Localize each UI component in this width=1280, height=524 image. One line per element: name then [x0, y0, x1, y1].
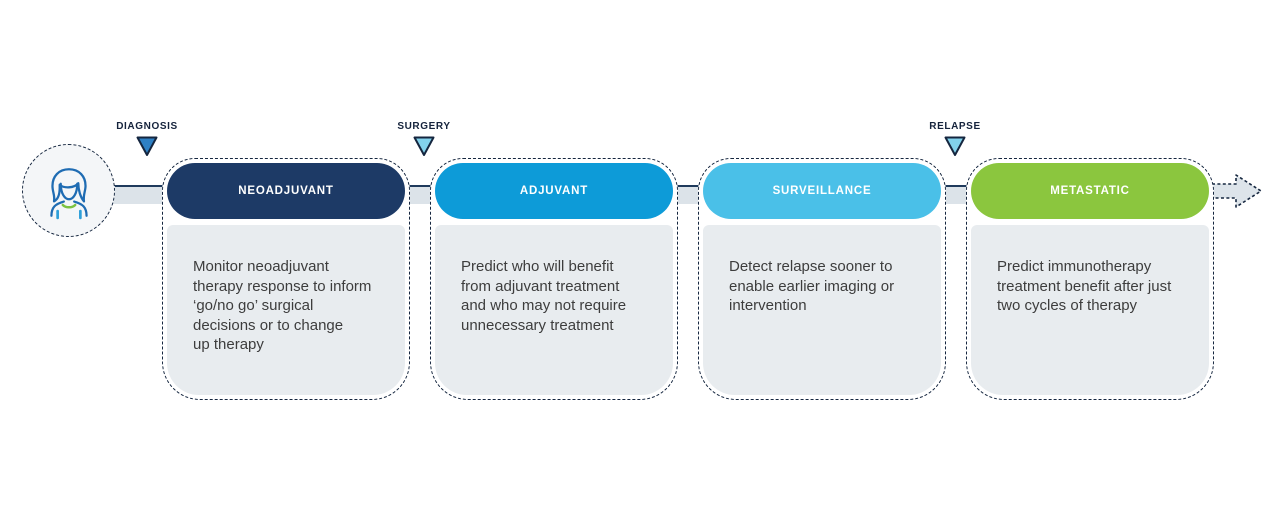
- stage-description: Detect relapse sooner to enable earlier …: [729, 258, 895, 314]
- marker-surgery-label: SURGERY: [397, 121, 451, 132]
- stage-body: Predict immunotherapy treatment benefit …: [971, 225, 1209, 395]
- down-triangle-icon: [944, 136, 966, 156]
- patient-avatar: [22, 144, 115, 237]
- stage-card-neoadjuvant: NEOADJUVANT Monitor neoadjuvant therapy …: [162, 158, 410, 400]
- timeline-connector: [942, 185, 970, 204]
- stage-body: Detect relapse sooner to enable earlier …: [703, 225, 941, 395]
- stage-description: Predict immunotherapy treatment benefit …: [997, 258, 1172, 314]
- stage-description: Monitor neoadjuvant therapy response to …: [193, 258, 372, 353]
- timeline-connector: [676, 185, 704, 204]
- marker-diagnosis-label: DIAGNOSIS: [116, 121, 178, 132]
- stage-pill-surveillance: SURVEILLANCE: [703, 163, 941, 219]
- stage-card-adjuvant: ADJUVANT Predict who will benefit from a…: [430, 158, 678, 400]
- marker-diagnosis: DIAGNOSIS: [77, 121, 217, 157]
- down-triangle-icon: [136, 136, 158, 156]
- stage-card-metastatic: METASTATIC Predict immunotherapy treatme…: [966, 158, 1214, 400]
- stage-body: Predict who will benefit from adjuvant t…: [435, 225, 673, 395]
- timeline-arrow-icon: [1212, 174, 1262, 208]
- stage-title: NEOADJUVANT: [238, 185, 334, 197]
- marker-relapse-label: RELAPSE: [929, 121, 981, 132]
- stage-pill-metastatic: METASTATIC: [971, 163, 1209, 219]
- timeline-connector: [406, 185, 434, 204]
- stage-pill-adjuvant: ADJUVANT: [435, 163, 673, 219]
- stage-title: SURVEILLANCE: [772, 185, 872, 197]
- marker-relapse: RELAPSE: [885, 121, 1025, 157]
- timeline-connector: [112, 185, 166, 204]
- stage-body: Monitor neoadjuvant therapy response to …: [167, 225, 405, 395]
- stage-title: ADJUVANT: [519, 185, 589, 197]
- marker-surgery: SURGERY: [354, 121, 494, 157]
- stage-pill-neoadjuvant: NEOADJUVANT: [167, 163, 405, 219]
- patient-icon: [49, 167, 88, 219]
- stage-card-surveillance: SURVEILLANCE Detect relapse sooner to en…: [698, 158, 946, 400]
- stage-description: Predict who will benefit from adjuvant t…: [461, 258, 627, 334]
- down-triangle-icon: [413, 136, 435, 156]
- stage-title: METASTATIC: [1050, 185, 1130, 197]
